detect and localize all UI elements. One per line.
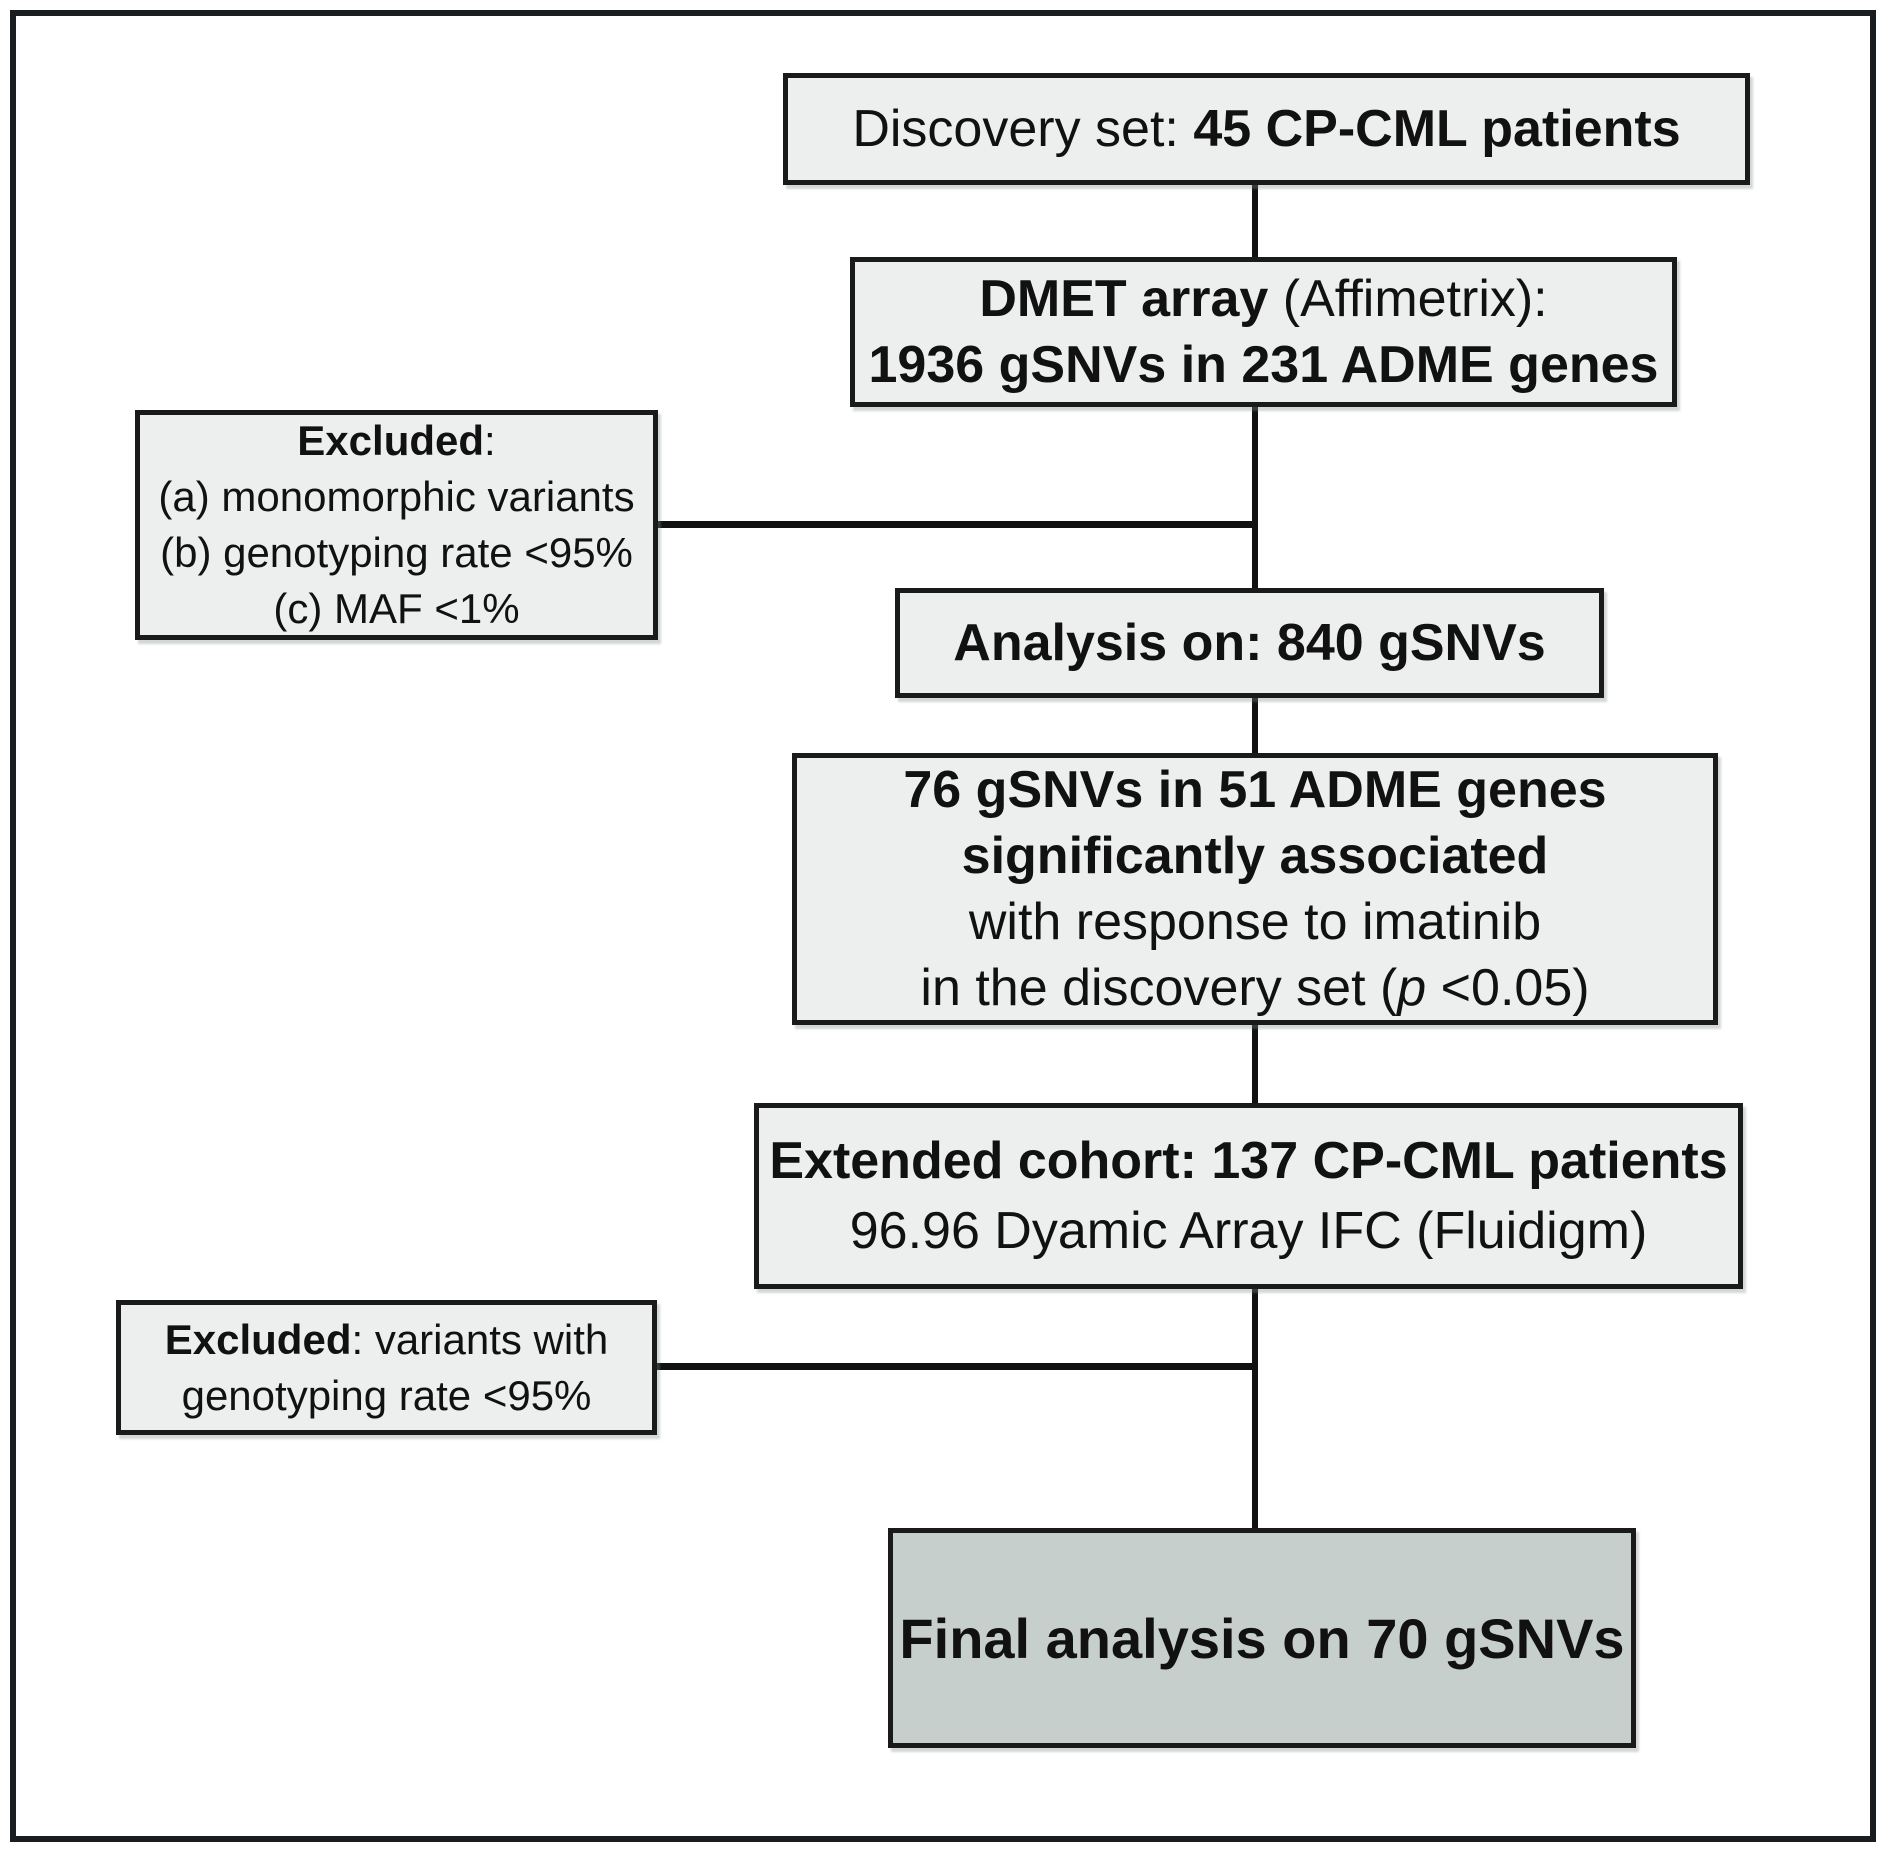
excluded-criteria-item-c: (c) MAF <1% [273,585,520,632]
excluded-genotyping-title: Excluded [164,1315,352,1363]
excluded-genotyping-criterion: : variants with [351,1315,609,1363]
connector-significant-to-extended [1252,1023,1258,1105]
dmet-array-snv-count: 1936 gSNVs in 231 ADME genes [868,336,1659,394]
excluded-criteria-item-b: (b) genotyping rate <95% [160,529,633,576]
significant-snvs-line1: 76 gSNVs in 51 ADME genes [797,757,1713,823]
connector-analysis-to-significant [1252,696,1258,755]
excluded-genotyping-box: Excluded: variants with genotyping rate … [116,1300,657,1435]
final-analysis-text: Final analysis on 70 gSNVs [899,1606,1625,1670]
excluded-criteria-title: Excluded: [140,413,653,469]
excluded-criteria-box: Excluded: (a) monomorphic variants (b) g… [135,410,658,640]
significant-snvs-pvalue-symbol: p [1397,959,1427,1017]
extended-cohort-line1: Extended cohort: 137 CP-CML patients [759,1126,1738,1196]
extended-cohort-platform: 96.96 Dyamic Array IFC (Fluidigm) [849,1202,1648,1260]
dmet-array-line2: 1936 gSNVs in 231 ADME genes [855,332,1672,398]
dmet-array-platform: (Affimetrix): [1268,270,1548,328]
excluded-criteria-item-a: (a) monomorphic variants [158,473,635,520]
significant-snvs-line4: in the discovery set (p <0.05) [797,955,1713,1021]
significant-snvs-pvalue: <0.05) [1426,959,1590,1017]
connector-excluded-a-branch [655,521,1258,528]
discovery-set-count: 45 CP-CML patients [1193,100,1681,158]
excluded-genotyping-line1: Excluded: variants with [121,1312,652,1368]
dmet-array-box: DMET array (Affimetrix): 1936 gSNVs in 2… [850,257,1677,407]
significant-snvs-setinfo: in the discovery set ( [920,959,1398,1017]
discovery-set-label: Discovery set: [852,100,1194,158]
connector-discovery-to-dmet [1252,185,1258,259]
significant-snvs-line2: significantly associated [797,823,1713,889]
connector-extended-to-final [1252,1287,1258,1530]
connector-dmet-to-analysis [1252,407,1258,590]
analysis-text: Analysis on: 840 gSNVs [953,614,1546,672]
significant-snvs-box: 76 gSNVs in 51 ADME genes significantly … [792,753,1718,1025]
excluded-criteria-title-bold: Excluded [297,417,485,464]
dmet-array-line1: DMET array (Affimetrix): [855,266,1672,332]
discovery-set-box: Discovery set: 45 CP-CML patients [783,73,1750,185]
significant-snvs-association: significantly associated [961,827,1549,885]
final-analysis-box: Final analysis on 70 gSNVs [888,1528,1636,1748]
connector-excluded-b-branch [652,1363,1258,1370]
excluded-genotyping-line2: genotyping rate <95% [181,1371,592,1419]
excluded-criteria-title-colon: : [484,417,496,464]
significant-snvs-line3: with response to imatinib [968,893,1542,951]
significant-snvs-count: 76 gSNVs in 51 ADME genes [903,761,1607,819]
analysis-box: Analysis on: 840 gSNVs [895,588,1604,698]
diagram-outer-frame [10,10,1876,1842]
dmet-array-label: DMET array [979,270,1269,328]
discovery-set-text: Discovery set: 45 CP-CML patients [788,99,1745,159]
extended-cohort-box: Extended cohort: 137 CP-CML patients 96.… [754,1103,1743,1289]
extended-cohort-count: Extended cohort: 137 CP-CML patients [769,1132,1728,1190]
